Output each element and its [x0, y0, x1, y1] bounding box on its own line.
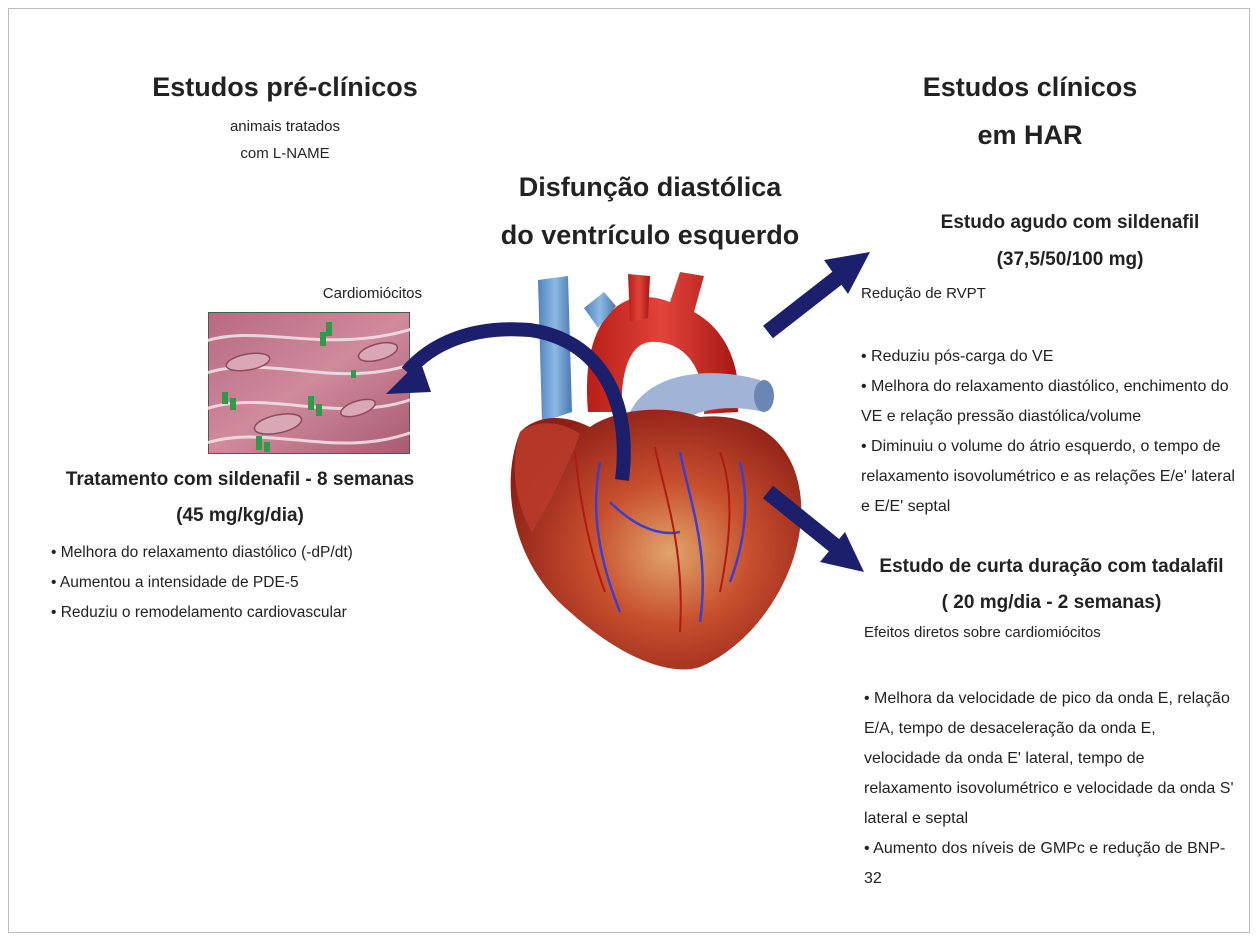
center-title-line-1: Disfunção diastólica: [518, 172, 782, 202]
sildenafil-treatment-heading: Tratamento com sildenafil - 8 semanas: [65, 469, 415, 490]
short-study-subtitle: Efeitos diretos sobre cardiomiócitos: [864, 624, 1101, 641]
preclinical-subtitle-2: com L-NAME: [240, 145, 330, 162]
short-study-dose: ( 20 mg/dia - 2 semanas): [941, 592, 1162, 613]
short-study-heading: Estudo de curta duração com tadalafil: [879, 556, 1224, 577]
clinical-title-line-1: Estudos clínicos: [922, 72, 1138, 102]
acute-study-heading: Estudo agudo com sildenafil: [940, 212, 1200, 233]
list-item: • Diminuiu o volume do átrio esquerdo, o…: [861, 438, 1235, 515]
cardiomyocytes-label: Cardiomiócitos: [322, 285, 422, 302]
anatomical-heart-illustration: [510, 272, 802, 670]
acute-study-subtitle: Redução de RVPT: [861, 285, 986, 302]
list-item: • Aumento dos níveis de GMPc e redução d…: [864, 840, 1226, 887]
short-study-findings: • Melhora da velocidade de pico da onda …: [864, 684, 1234, 894]
sildenafil-treatment-dose: (45 mg/kg/dia): [176, 505, 304, 526]
list-item: • Melhora do relaxamento diastólico (-dP…: [51, 544, 353, 561]
acute-study-findings: • Reduziu pós-carga do VE • Melhora do r…: [861, 342, 1243, 522]
list-item: • Aumentou a intensidade de PDE-5: [51, 574, 299, 591]
center-title-line-2: do ventrículo esquerdo: [500, 220, 800, 250]
acute-study-dose: (37,5/50/100 mg): [996, 249, 1144, 270]
list-item: • Melhora da velocidade de pico da onda …: [864, 690, 1234, 827]
preclinical-findings-list: • Melhora do relaxamento diastólico (-dP…: [51, 538, 431, 628]
list-item: • Reduziu o remodelamento cardiovascular: [51, 604, 347, 621]
preclinical-subtitle-1: animais tratados: [229, 118, 341, 135]
clinical-title-line-2: em HAR: [977, 120, 1083, 150]
preclinical-title: Estudos pré-clínicos: [152, 72, 418, 102]
list-item: • Melhora do relaxamento diastólico, enc…: [861, 378, 1229, 425]
list-item: • Reduziu pós-carga do VE: [861, 348, 1054, 365]
cardiomyocyte-tissue-illustration: [208, 312, 410, 454]
